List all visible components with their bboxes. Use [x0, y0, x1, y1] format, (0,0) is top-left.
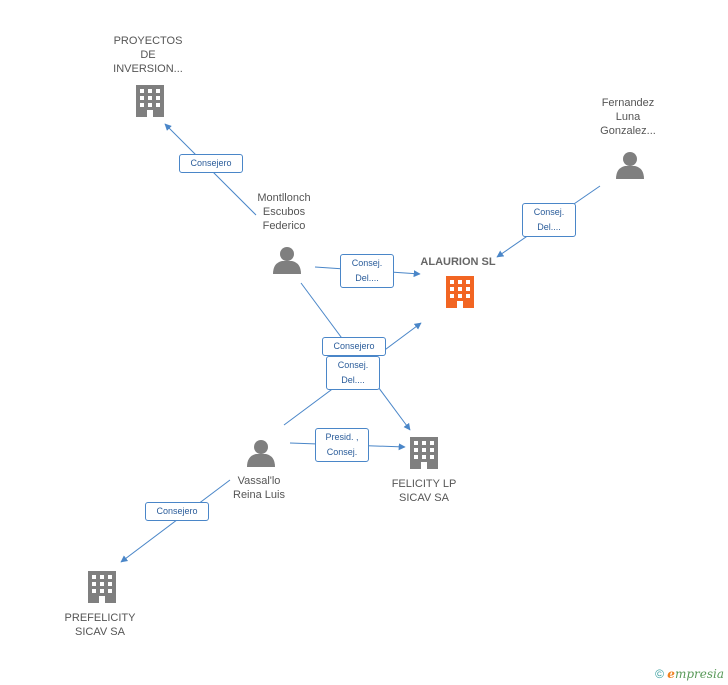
edge-label-consej-del: Consej. Del....: [340, 254, 394, 288]
person-name-montllonch[interactable]: Montllonch Escubos Federico: [257, 192, 311, 232]
brand-footer: © empresia: [655, 667, 724, 681]
person-icon[interactable]: [616, 152, 644, 179]
copyright-symbol: ©: [655, 667, 664, 681]
empresia-logo: empresia: [667, 667, 724, 681]
edge-label-consejero: Consejero: [322, 337, 386, 356]
building-icon[interactable]: [136, 85, 164, 117]
company-name-felicity[interactable]: FELICITY LP SICAV SA: [391, 478, 457, 504]
company-name-alaurion[interactable]: ALAURION SL: [420, 256, 496, 268]
person-icon[interactable]: [247, 440, 275, 467]
person-icon[interactable]: [273, 247, 301, 274]
edge-label-consejero: Consejero: [179, 154, 243, 173]
company-name-proyectos[interactable]: PROYECTOS DE INVERSION...: [113, 35, 183, 75]
building-icon[interactable]: [410, 437, 438, 469]
building-icon[interactable]: [446, 276, 474, 308]
edge-label-consejero: Consejero: [145, 502, 209, 521]
edge-vassallo-prefelicity: [120, 479, 231, 563]
person-name-fernandez[interactable]: Fernandez Luna Gonzalez...: [600, 97, 656, 137]
company-name-prefelicity[interactable]: PREFELICITY SICAV SA: [64, 612, 136, 638]
person-name-vassallo[interactable]: Vassal'lo Reina Luis: [233, 475, 285, 501]
edge-label-presid-consej: Presid. , Consej.: [315, 428, 369, 462]
edge-label-consej-del: Consej. Del....: [326, 356, 380, 390]
building-icon[interactable]: [88, 571, 116, 603]
edge-label-consej-del: Consej. Del....: [522, 203, 576, 237]
